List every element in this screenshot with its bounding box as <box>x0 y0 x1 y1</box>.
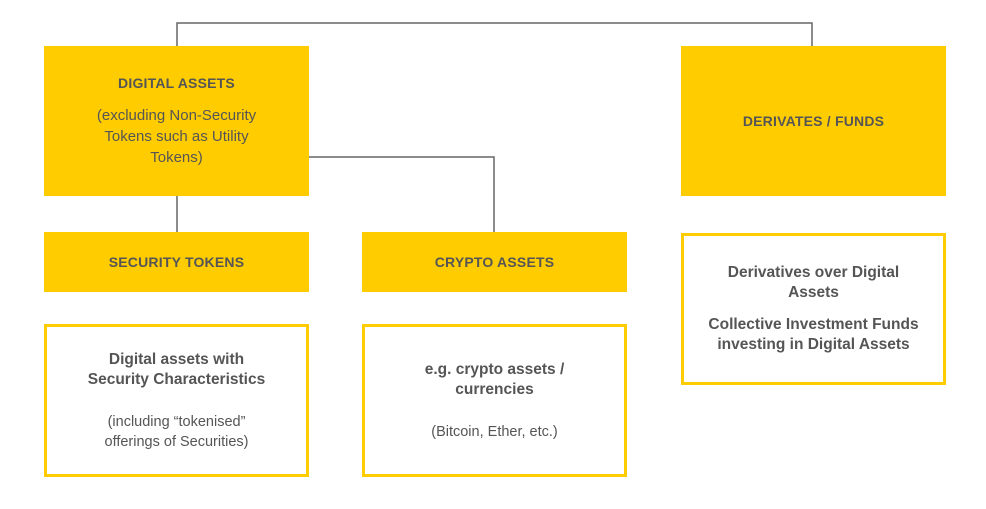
security-tokens-title: SECURITY TOKENS <box>108 254 245 270</box>
crypto-assets-title: CRYPTO ASSETS <box>434 254 555 270</box>
crypto-currencies-text: e.g. crypto assets / currencies <box>424 360 565 398</box>
top-connector-line <box>176 22 813 46</box>
derivates-funds-title: DERIVATES / FUNDS <box>742 113 885 129</box>
derivatives-detail-box: Derivatives over Digital Assets Collecti… <box>681 233 946 385</box>
crypto-assets-box: CRYPTO ASSETS <box>362 232 627 292</box>
digital-assets-subtitle: (excluding Non-Security Tokens such as U… <box>96 106 257 166</box>
crypto-examples-note: (Bitcoin, Ether, etc.) <box>431 423 558 440</box>
derivatives-over-digital-assets-text: Derivatives over Digital Assets <box>727 264 900 301</box>
digital-assets-title: DIGITAL ASSETS <box>118 74 235 91</box>
derivates-funds-box: DERIVATES / FUNDS <box>681 46 946 196</box>
digital-assets-box: DIGITAL ASSETS (excluding Non-Security T… <box>44 46 309 196</box>
crypto-connector-line <box>309 156 495 232</box>
tokenised-offerings-note: (including “tokenised” offerings of Secu… <box>104 413 249 450</box>
security-tokens-box: SECURITY TOKENS <box>44 232 309 292</box>
security-tokens-detail-box: Digital assets with Security Characteris… <box>44 324 309 477</box>
crypto-assets-detail-box: e.g. crypto assets / currencies (Bitcoin… <box>362 324 627 477</box>
security-characteristics-text: Digital assets with Security Characteris… <box>87 350 266 388</box>
collective-investment-funds-text: Collective Investment Funds investing in… <box>708 316 919 353</box>
